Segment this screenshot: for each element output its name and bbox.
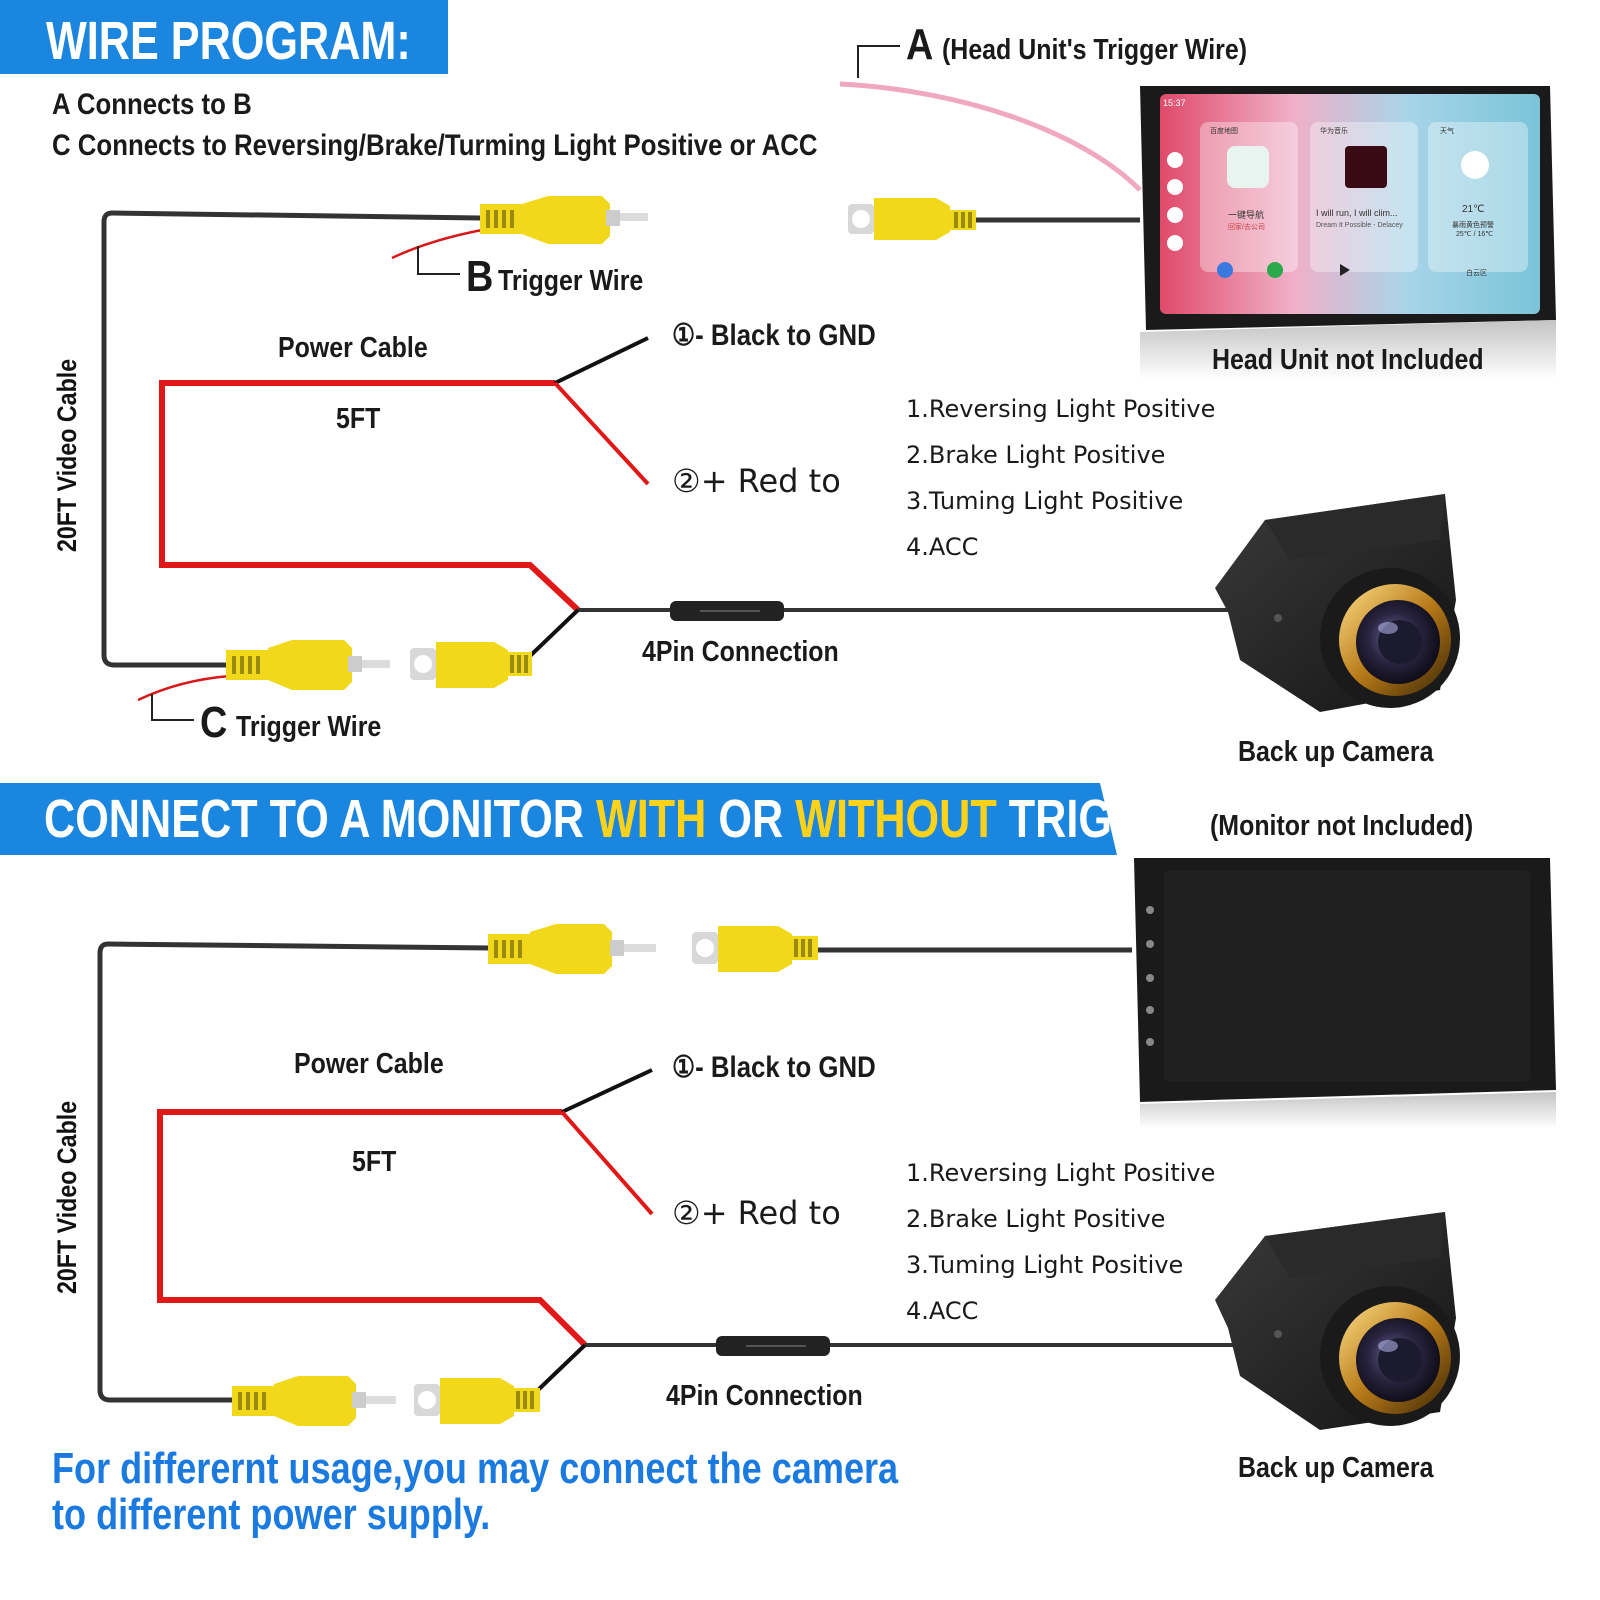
c-trigger-wire [137,674,231,702]
option-turning: 3.Tuming Light Positive [906,1251,1184,1279]
video-branch-top [528,608,580,658]
red-to-label-bottom: ②+ Red to [672,1194,841,1232]
screen-card3-sub: 25℃ / 16℃ [1456,231,1494,238]
rule-a-to-b: A Connects to B [52,88,252,121]
power-cable-label-top: Power Cable [278,332,428,364]
backup-camera-bottom [1215,1212,1460,1430]
camera-label-bottom: Back up Camera [1238,1452,1434,1484]
power-cable-label-bottom: Power Cable [294,1048,444,1080]
title-banner [0,0,448,74]
rca-female-cam-bottom [414,1378,540,1424]
rca-male-bottom-top [488,924,656,974]
label-c-text: Trigger Wire [236,711,382,743]
option-reversing: 1.Reversing Light Positive [906,395,1216,423]
rca-female-cam-top [410,642,532,688]
monitor-note: (Monitor not Included) [1210,810,1474,842]
power-cable-red-bottom [157,1109,588,1348]
screen-card2-text: I will run, I will clim... [1316,208,1398,218]
rca-male-c [226,640,390,690]
camera-label-top: Back up Camera [1238,736,1434,768]
label-b-letter: B [466,252,494,301]
b-leader-line [417,246,460,275]
four-pin-label-top: 4Pin Connection [642,636,839,668]
screen-card3-temp: 21℃ [1462,204,1485,215]
option-brake: 2.Brake Light Positive [906,1205,1166,1233]
red-pos-wire-bottom [560,1110,654,1216]
screen-time: 15:37 [1163,98,1186,108]
screen-card3-title: 天气 [1440,128,1454,135]
a-leader-line [857,45,900,78]
option-turning: 3.Tuming Light Positive [906,487,1184,515]
section-title-without: WITHOUT [795,789,997,849]
head-unit-note: Head Unit not Included [1212,344,1484,376]
section-title-part1: CONNECT TO A MONITOR [44,789,597,849]
video-cable-label-top: 20FT Video Cable [52,358,82,552]
rca-female-a [848,198,1140,240]
screen-card2-title: 华为音乐 [1320,128,1348,135]
a-trigger-wire [839,81,1142,192]
screen-card2-sub: Dream It Possible - Delacey [1316,222,1403,229]
label-a-letter: A [906,20,934,69]
four-pin-label-bottom: 4Pin Connection [666,1380,863,1412]
power-cable-red-top [159,380,581,613]
black-gnd-label-bottom: ①- Black to GND [672,1051,876,1084]
option-brake: 2.Brake Light Positive [906,441,1166,469]
video-branch-bottom [536,1343,587,1392]
rule-c-connection: C Connects to Reversing/Brake/Turming Li… [52,129,818,162]
backup-camera-top [1215,494,1460,712]
label-a-text: (Head Unit's Trigger Wire) [942,34,1248,66]
option-acc: 4.ACC [906,533,979,561]
black-gnd-wire-top [554,336,649,385]
page-title: WIRE PROGRAM: [46,11,411,71]
option-acc: 4.ACC [906,1297,979,1325]
usage-note-line1: For differernt usage,you may connect the… [52,1444,899,1493]
five-ft-label-bottom: 5FT [352,1146,397,1178]
black-gnd-wire-bottom [561,1068,653,1114]
usage-note-line2: to different power supply. [52,1490,491,1539]
video-cable-label-bottom: 20FT Video Cable [52,1100,82,1294]
section-title-or: OR [706,789,796,849]
black-gnd-label-top: ①- Black to GND [672,319,876,352]
c-leader-line [151,694,194,721]
section-title: CONNECT TO A MONITOR WITH OR WITHOUT TRI… [44,788,1330,850]
power-options-top: 1.Reversing Light Positive 2.Brake Light… [906,386,1215,570]
label-c-letter: C [200,698,228,747]
label-b-text: Trigger Wire [498,265,644,297]
section-banner [0,783,1117,855]
head-unit-graphic [1140,86,1556,380]
b-trigger-wire [391,228,483,260]
rca-male-b [480,196,648,244]
section-title-with: WITH [596,789,707,849]
rca-male-bottom-left [232,1376,396,1426]
video-cable-top [101,210,481,668]
screen-card3-text: 暴雨黄色预警 [1452,222,1494,229]
screen-card1-text: 一键导航 [1228,210,1265,220]
rca-female-monitor [692,926,1132,972]
five-ft-label-top: 5FT [336,403,381,435]
video-cable-bottom [97,941,491,1403]
power-options-bottom: 1.Reversing Light Positive 2.Brake Light… [906,1150,1215,1334]
screen-card1-title: 百度地图 [1210,128,1238,135]
monitor-graphic [1134,858,1556,1128]
section-title-part5: TRIGGER WIRE [996,789,1331,849]
screen-card3-loc: 白云区 [1466,270,1487,277]
option-reversing: 1.Reversing Light Positive [906,1159,1216,1187]
red-to-label-top: ②+ Red to [672,462,841,500]
screen-card1-sub: 回家/去公司 [1228,224,1265,231]
red-pos-wire-top [553,381,650,486]
